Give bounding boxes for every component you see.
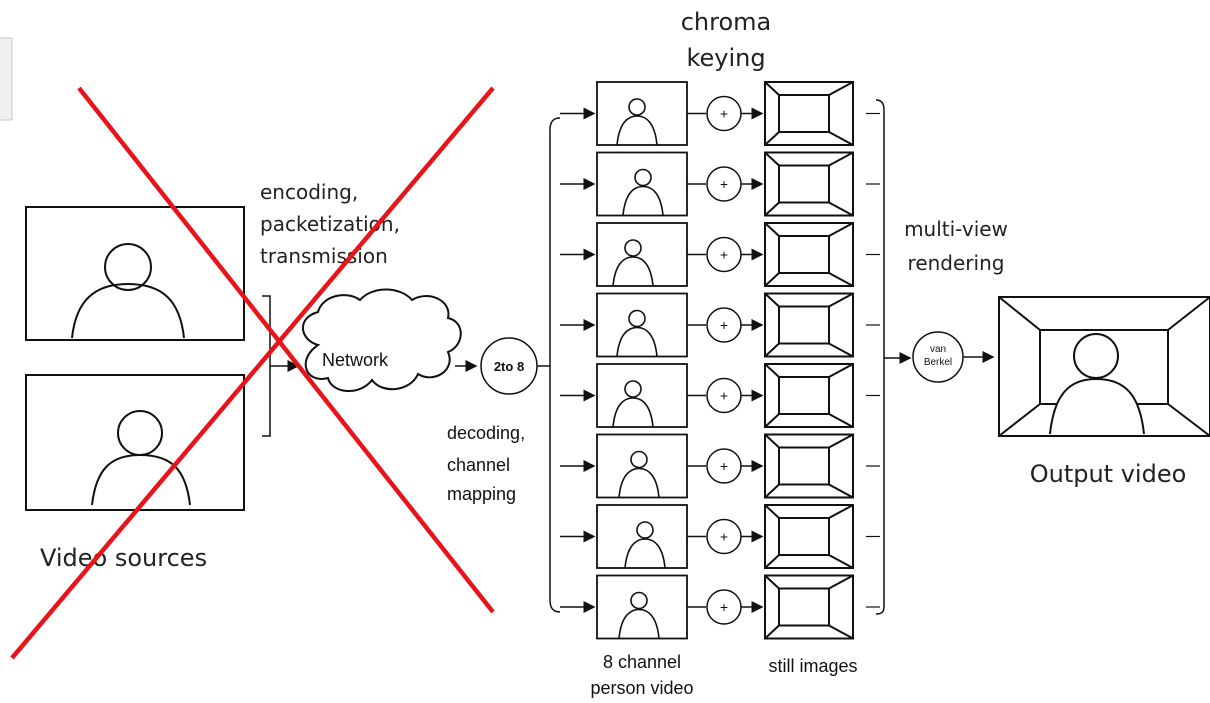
output-video	[998, 296, 1210, 437]
plus-symbol: +	[720, 458, 728, 474]
encoding-label-3: transmission	[260, 244, 388, 268]
chroma-key-node: +	[706, 95, 742, 132]
channels-label-2: person video	[590, 678, 693, 698]
still-image-frame	[764, 222, 854, 287]
chroma-key-node: +	[706, 518, 742, 555]
channel-split-bracket	[537, 117, 561, 613]
plus-symbol: +	[720, 106, 728, 122]
channel-row: +	[560, 81, 880, 146]
channel-row: +	[560, 151, 880, 217]
channels-label-1: 8 channel	[603, 652, 681, 672]
decoding-label-3: mapping	[447, 484, 516, 504]
multiview-label-1: multi-view	[904, 217, 1008, 241]
chroma-key-node: +	[706, 377, 742, 414]
plus-symbol: +	[720, 599, 728, 615]
source-merge-bracket	[262, 295, 271, 437]
person-video-frame	[596, 151, 688, 217]
person-video-frame	[596, 363, 688, 428]
renderer-label-2: Berkel	[924, 357, 952, 368]
channel-row: +	[560, 222, 880, 287]
chroma-label-2: keying	[686, 44, 765, 72]
chroma-key-node: +	[706, 448, 742, 484]
network-label: Network	[322, 350, 389, 370]
person-video-frame	[596, 81, 688, 146]
still-image-frame	[764, 433, 854, 499]
renderer-label-1: van	[930, 344, 946, 355]
video-source-2	[25, 374, 245, 511]
multiview-label-2: rendering	[908, 251, 1005, 275]
renderer-node: van Berkel	[912, 331, 964, 383]
channel-row: +	[560, 292, 880, 358]
still-images-label: still images	[768, 656, 857, 676]
decoding-label-1: decoding,	[447, 423, 525, 443]
plus-symbol: +	[720, 529, 728, 545]
channel-row: +	[560, 363, 880, 428]
still-image-frame	[764, 292, 854, 358]
plus-symbol: +	[720, 317, 728, 333]
person-video-frame	[596, 292, 688, 358]
plus-symbol: +	[720, 247, 728, 263]
decoding-label-2: channel	[447, 455, 510, 475]
video-source-1	[25, 206, 245, 341]
chroma-key-node: +	[706, 236, 742, 273]
demux-node: 2to 8	[480, 337, 538, 395]
still-image-frame	[764, 504, 854, 569]
red-cross-overlay	[10, 86, 495, 660]
person-video-frame	[596, 222, 688, 287]
still-image-frame	[764, 574, 854, 640]
channel-rows: + + + + + + + +	[560, 81, 880, 640]
corner-panel	[0, 37, 13, 121]
still-image-frame	[764, 81, 854, 146]
person-video-frame	[596, 504, 688, 569]
chroma-label-1: chroma	[681, 8, 772, 36]
still-image-frame	[764, 363, 854, 428]
output-video-label: Output video	[1030, 460, 1187, 488]
channel-row: +	[560, 504, 880, 569]
demux-label: 2to 8	[494, 359, 524, 374]
plus-symbol: +	[720, 176, 728, 192]
plus-symbol: +	[720, 388, 728, 404]
chroma-key-node: +	[706, 589, 742, 625]
chroma-key-node: +	[706, 166, 742, 202]
person-video-frame	[596, 433, 688, 499]
channel-row: +	[560, 433, 880, 499]
still-image-frame	[764, 151, 854, 217]
video-sources-label: Video sources	[40, 544, 207, 572]
chroma-key-node: +	[706, 307, 742, 343]
network-cloud: Network	[302, 288, 462, 393]
channel-row: +	[560, 574, 880, 640]
person-video-frame	[596, 574, 688, 640]
encoding-label-1: encoding,	[260, 180, 358, 204]
